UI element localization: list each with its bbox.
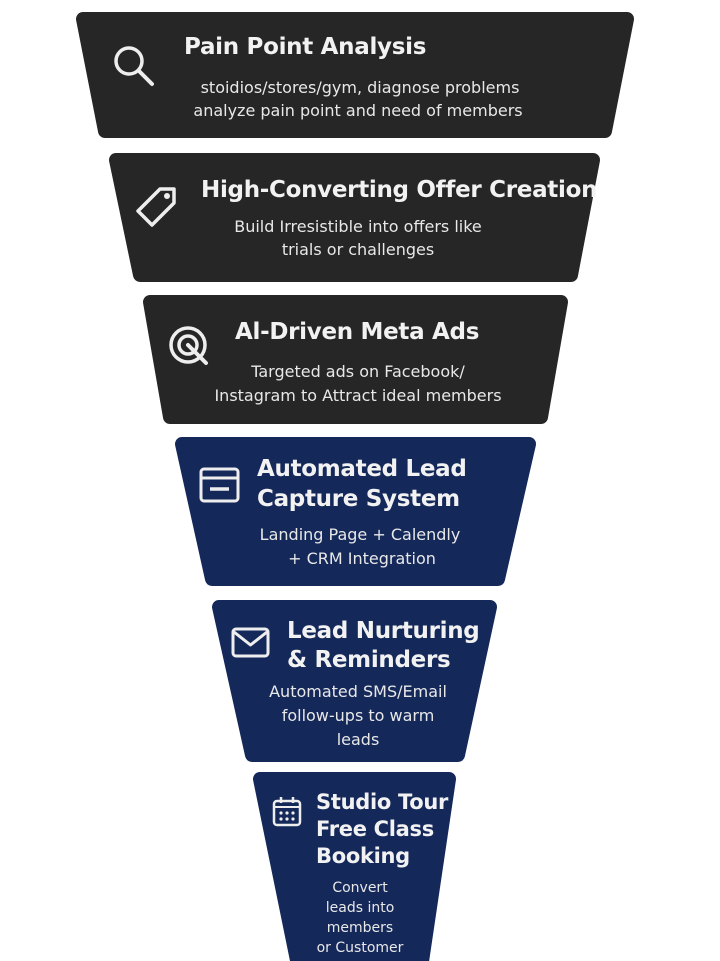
form-icon — [199, 467, 240, 503]
stage-5-desc-line: follow-ups to warm — [281, 706, 435, 725]
stage-6-desc-line: leads into — [325, 900, 395, 916]
stage-6-desc-line: Convert — [332, 880, 388, 896]
tag-icon — [136, 187, 176, 227]
stage-6-desc-line: or Customer — [316, 940, 404, 956]
target-icon — [169, 326, 208, 365]
stage-1-desc-line: analyze pain point and need of members — [193, 101, 523, 120]
funnel-stage-6-shape — [253, 772, 456, 961]
calendar-icon — [272, 797, 302, 827]
stage-3-desc-line: Instagram to Attract ideal members — [214, 386, 502, 405]
stage-1-desc-line: stoidios/stores/gym, diagnose problems — [200, 78, 520, 97]
stage-4-title: Capture System — [257, 486, 460, 512]
funnel-stage-4-shape — [175, 437, 536, 586]
stage-2-desc-line: Build Irresistible into offers like — [234, 217, 482, 236]
stage-3-title: Al-Driven Meta Ads — [235, 319, 480, 345]
stage-5-desc-line: leads — [336, 730, 380, 749]
stage-2-desc-line: trials or challenges — [281, 240, 435, 259]
search-icon — [114, 46, 154, 86]
stage-5-title: & Reminders — [287, 647, 451, 673]
funnel-stage-2-shape — [109, 153, 600, 282]
stage-4-title: Automated Lead — [257, 456, 467, 482]
funnel-stage-1-shape — [76, 12, 634, 138]
stage-6-desc-line: members — [326, 920, 394, 936]
funnel-stage-3-shape — [143, 295, 568, 424]
funnel-stage-5-shape — [212, 600, 497, 762]
stage-5-title: Lead Nurturing — [287, 618, 480, 644]
stage-3-desc-line: Targeted ads on Facebook/ — [251, 362, 465, 381]
stage-6-title: Booking — [316, 844, 410, 868]
stage-1-title: Pain Point Analysis — [184, 34, 427, 60]
stage-2-title: High-Converting Offer Creation — [201, 177, 598, 203]
stage-6-title: Studio Tour — [316, 790, 449, 814]
mail-icon — [231, 627, 270, 658]
stage-4-desc-line: Landing Page + Calendly — [259, 525, 461, 544]
stage-6-title: Free Class — [316, 817, 434, 841]
stage-5-desc-line: Automated SMS/Email — [269, 682, 447, 701]
stage-4-desc-line: + CRM Integration — [288, 549, 436, 568]
